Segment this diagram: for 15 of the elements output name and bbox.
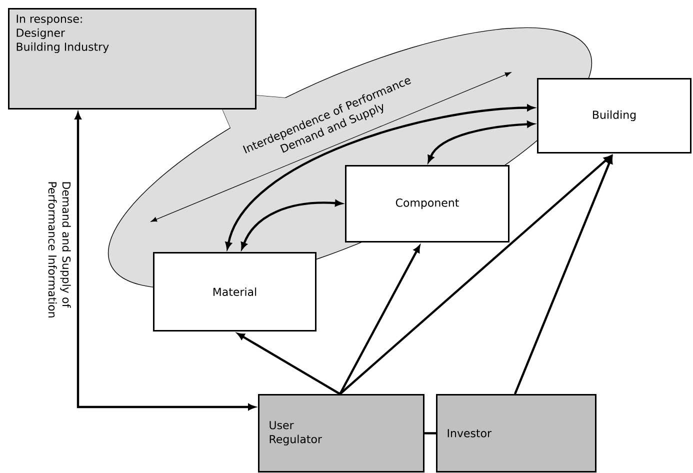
arrow (74, 112, 256, 410)
actor-box: Investor (436, 394, 596, 472)
process-box: Building (537, 78, 692, 154)
arrow (240, 200, 342, 250)
arrow (225, 104, 534, 250)
process-box: Component (345, 165, 510, 242)
arrow (428, 120, 534, 162)
arrow (514, 156, 613, 394)
arrow (237, 332, 341, 395)
process-box: In response: Designer Building Industry (8, 8, 256, 110)
edge-label: Demand and Supply of Performance Information (48, 182, 71, 318)
arrow (339, 156, 612, 395)
arrow (339, 245, 420, 395)
process-box: Material (153, 252, 316, 332)
actor-box: User Regulator (258, 394, 424, 472)
